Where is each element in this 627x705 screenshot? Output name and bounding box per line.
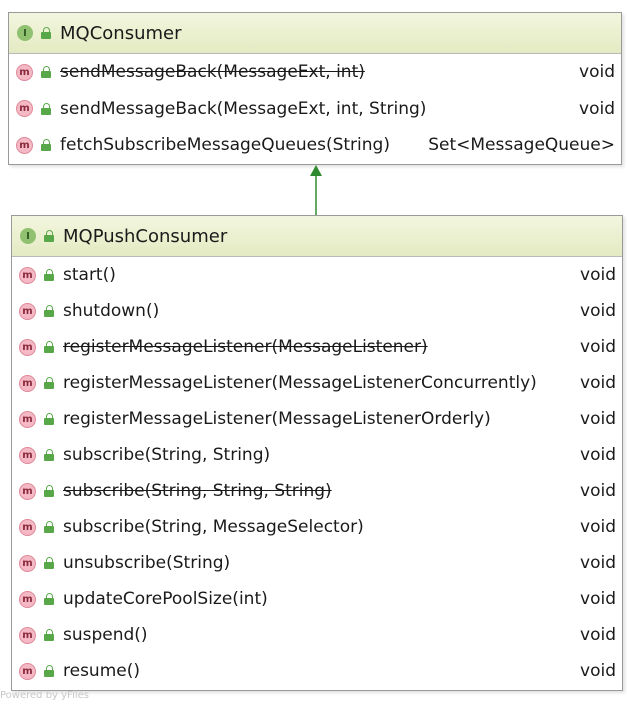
method-row[interactable]: m suspend() void (12, 617, 622, 653)
method-name: registerMessageListener(MessageListenerO… (63, 409, 491, 429)
method-icon: m (19, 374, 36, 392)
return-type: void (580, 481, 616, 501)
method-row[interactable]: m subscribe(String, String) void (12, 437, 622, 473)
public-lock-icon (41, 27, 51, 39)
interface-icon: I (17, 25, 33, 41)
method-row[interactable]: m registerMessageListener(MessageListener… (12, 401, 622, 437)
method-icon: m (19, 410, 36, 428)
method-icon: m (19, 302, 36, 320)
method-icon: m (19, 590, 36, 608)
public-lock-icon (44, 521, 54, 533)
return-type: void (580, 409, 616, 429)
public-lock-icon (44, 269, 54, 281)
method-icon: m (19, 266, 36, 284)
method-name: registerMessageListener(MessageListenerC… (63, 373, 537, 393)
method-row[interactable]: m registerMessageListener(MessageListener… (12, 329, 622, 365)
method-name: fetchSubscribeMessageQueues(String) (60, 135, 390, 156)
method-row[interactable]: m unsubscribe(String) void (12, 545, 622, 581)
public-lock-icon (41, 139, 51, 152)
public-lock-icon (44, 629, 54, 641)
method-row[interactable]: m shutdown() void (12, 293, 622, 329)
class-header: I MQPushConsumer (12, 216, 622, 257)
public-lock-icon (44, 341, 54, 353)
return-type: void (580, 373, 616, 393)
method-name: subscribe(String, String) (63, 445, 271, 465)
public-lock-icon (44, 593, 54, 605)
public-lock-icon (44, 413, 54, 425)
watermark: Powered by yFiles (0, 690, 89, 701)
method-name: start() (63, 265, 116, 285)
method-list: m sendMessageBack(MessageExt, int) void m se… (9, 54, 621, 164)
method-name: updateCorePoolSize(int) (63, 589, 268, 609)
method-row[interactable]: m subscribe(String, String, String) void (12, 473, 622, 509)
method-icon: m (19, 626, 36, 644)
method-icon: m (19, 338, 36, 356)
return-type: void (579, 98, 615, 119)
method-row[interactable]: m sendMessageBack(MessageExt, int, String… (9, 91, 621, 128)
return-type: Set<MessageQueue> (428, 135, 615, 156)
method-row[interactable]: m registerMessageListener(MessageListener… (12, 365, 622, 401)
public-lock-icon (41, 102, 51, 115)
method-name: sendMessageBack(MessageExt, int, String) (60, 98, 427, 119)
method-name: resume() (63, 661, 140, 681)
return-type: void (580, 589, 616, 609)
method-name: registerMessageListener(MessageListener) (63, 337, 428, 357)
method-icon: m (16, 136, 33, 154)
method-icon: m (19, 482, 36, 500)
public-lock-icon (44, 305, 54, 317)
return-type: void (580, 301, 616, 321)
public-lock-icon (44, 230, 54, 242)
return-type: void (580, 661, 616, 681)
method-name: shutdown() (63, 301, 160, 321)
return-type: void (580, 625, 616, 645)
method-name: subscribe(String, MessageSelector) (63, 517, 364, 537)
method-name: unsubscribe(String) (63, 553, 231, 573)
return-type: void (580, 553, 616, 573)
return-type: void (580, 265, 616, 285)
method-list: m start() void m shutdown() void m registerMess… (12, 257, 622, 689)
return-type: void (580, 337, 616, 357)
return-type: void (580, 445, 616, 465)
method-icon: m (19, 446, 36, 464)
method-name: sendMessageBack(MessageExt, int) (60, 62, 365, 83)
public-lock-icon (41, 66, 51, 79)
public-lock-icon (44, 665, 54, 677)
class-box-mqpushconsumer[interactable]: I MQPushConsumer m start() void m shutdown()… (11, 215, 623, 691)
method-row[interactable]: m subscribe(String, MessageSelector) void (12, 509, 622, 545)
public-lock-icon (44, 485, 54, 497)
class-title: MQPushConsumer (63, 225, 228, 247)
class-header: I MQConsumer (9, 13, 621, 54)
interface-icon: I (20, 228, 36, 244)
method-icon: m (16, 100, 33, 118)
public-lock-icon (44, 377, 54, 389)
method-icon: m (19, 662, 36, 680)
return-type: void (580, 517, 616, 537)
method-row[interactable]: m resume() void (12, 653, 622, 689)
method-icon: m (19, 518, 36, 536)
method-name: suspend() (63, 625, 148, 645)
public-lock-icon (44, 449, 54, 461)
class-box-mqconsumer[interactable]: I MQConsumer m sendMessageBack(MessageExt… (8, 12, 622, 165)
class-title: MQConsumer (60, 22, 182, 44)
inheritance-arrow (310, 165, 322, 215)
method-icon: m (16, 63, 33, 81)
public-lock-icon (44, 557, 54, 569)
method-name: subscribe(String, String, String) (63, 481, 332, 501)
method-row[interactable]: m fetchSubscribeMessageQueues(String) Set<… (9, 127, 621, 164)
method-icon: m (19, 554, 36, 572)
return-type: void (579, 62, 615, 83)
method-row[interactable]: m start() void (12, 257, 622, 293)
method-row[interactable]: m updateCorePoolSize(int) void (12, 581, 622, 617)
method-row[interactable]: m sendMessageBack(MessageExt, int) void (9, 54, 621, 91)
